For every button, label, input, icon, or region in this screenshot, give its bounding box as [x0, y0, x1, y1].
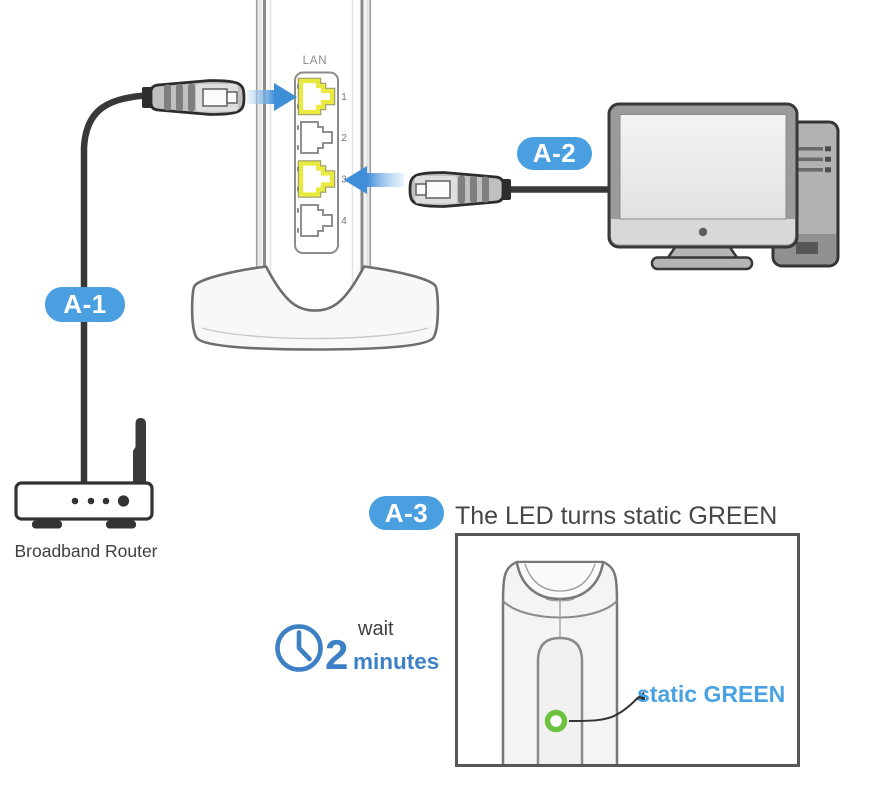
pc-vent-caps: [825, 146, 831, 173]
lan-label: LAN: [303, 55, 328, 67]
step-badge-a3: A-3: [369, 496, 444, 530]
clock-icon: [275, 624, 323, 672]
connector-ridge: [164, 84, 171, 111]
pc-vents: [797, 147, 823, 172]
device-front-arch: [536, 636, 584, 764]
plug-arrow-port3-icon: [344, 166, 404, 194]
router-body: [14, 481, 154, 521]
computer-icon: [607, 102, 840, 271]
extender-front-view: [501, 560, 646, 764]
range-extender-tower: LAN 1 2 3 4: [190, 0, 440, 351]
router-feet: [32, 520, 136, 529]
pc-drive-bay: [796, 242, 818, 254]
ethernet-cable-a2: [408, 171, 614, 208]
router-leds: [71, 495, 130, 507]
broadband-router-icon: [14, 418, 154, 529]
lan-port-panel: LAN 1 2 3 4: [294, 55, 347, 254]
step-a3-title: The LED turns static GREEN: [455, 502, 778, 530]
led-pointer-arrowhead: [634, 691, 646, 702]
wait-label: wait: [358, 618, 394, 640]
lan-port-3: [298, 161, 335, 197]
step-badge-a2: A-2: [517, 137, 592, 170]
connector-ridge: [458, 175, 465, 204]
rj45-connector-icon: [142, 79, 246, 116]
lan-port-1: [298, 78, 335, 115]
device-scoop-inner-line: [524, 563, 596, 592]
rj45-connector-icon: [408, 171, 511, 208]
connector-ridge: [482, 176, 489, 203]
connector-ridge: [176, 84, 183, 111]
connector-ridge: [188, 83, 195, 112]
port-number-2: 2: [341, 133, 347, 144]
plug-arrow-port1-icon: [247, 83, 297, 111]
tower-stand: [190, 265, 440, 351]
lan-port-4: [300, 204, 333, 237]
status-led: [544, 709, 568, 733]
router-antenna: [133, 418, 146, 483]
port-number-4: 4: [341, 216, 347, 227]
ethernet-cable-a1: [80, 79, 246, 485]
monitor: [607, 102, 799, 249]
monitor-stand-base: [650, 256, 754, 271]
led-pointer-arrow: [568, 696, 639, 722]
connector-latch: [226, 91, 238, 104]
led-status-box: [455, 533, 800, 767]
port-number-1: 1: [341, 92, 347, 103]
wait-unit: minutes: [353, 649, 440, 674]
wait-value: 2: [325, 631, 349, 678]
led-status-label: static GREEN: [637, 681, 786, 707]
monitor-power-dot: [698, 227, 708, 237]
port-led-ticks: [297, 84, 299, 233]
step-badge-a1: A-1: [45, 287, 125, 322]
monitor-screen: [619, 114, 787, 220]
connector-latch: [415, 183, 427, 196]
broadband-router-label: Broadband Router: [14, 541, 158, 561]
cable-wire: [80, 91, 154, 485]
lan-port-2: [300, 121, 333, 154]
connector-ridge: [470, 176, 477, 203]
